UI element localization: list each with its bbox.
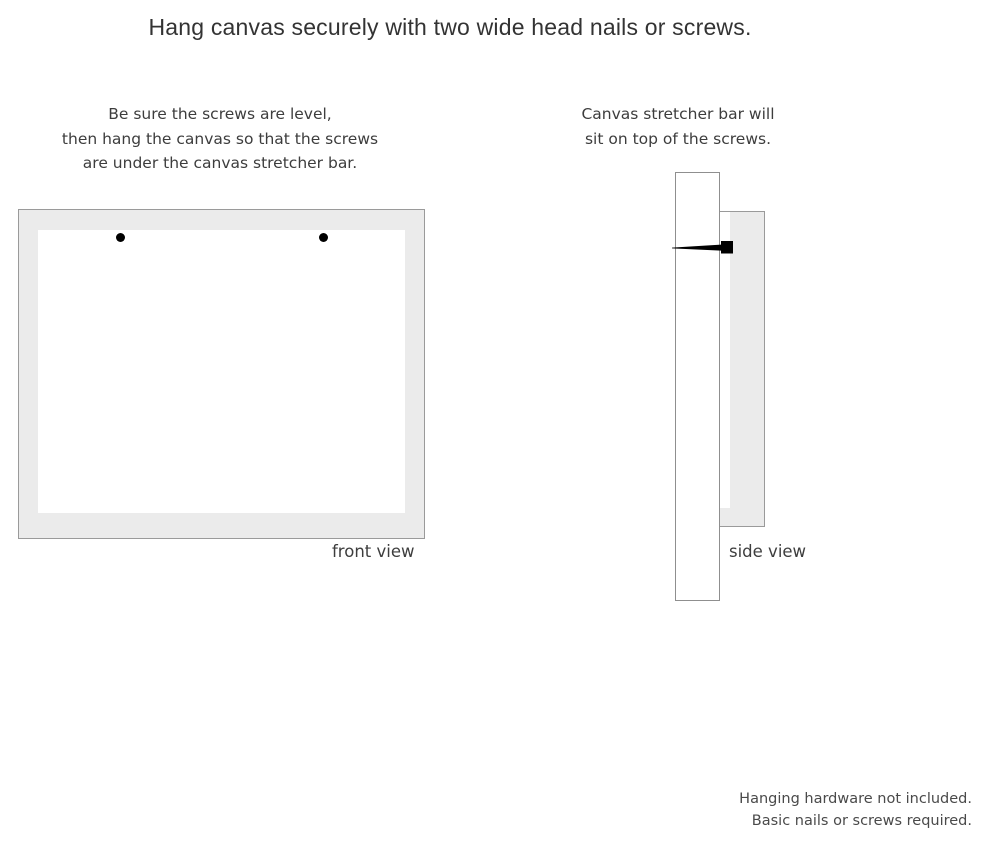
wall-profile [675, 172, 720, 601]
nail-screw-icon [670, 236, 736, 258]
front-view-caption: Be sure the screws are level, then hang … [0, 102, 440, 176]
footer-line-1: Hanging hardware not included. [739, 791, 972, 807]
front-view-caption-line-2: then hang the canvas so that the screws [61, 129, 379, 148]
screw-head-right-icon [319, 233, 328, 242]
side-view-label: side view [729, 542, 807, 561]
side-view-caption: Canvas stretcher bar will sit on top of … [528, 102, 828, 151]
stretcher-bar-inner-gap [717, 212, 730, 508]
footer-line-2: Basic nails or screws required. [751, 813, 972, 829]
side-view-caption-line-2: sit on top of the screws. [584, 129, 772, 148]
screw-head-left-icon [116, 233, 125, 242]
canvas-face [38, 230, 405, 513]
side-view-caption-line-1: Canvas stretcher bar will [581, 105, 775, 123]
front-view-label: front view [332, 542, 415, 561]
front-view-caption-line-3: are under the canvas stretcher bar. [82, 154, 358, 172]
page-title: Hang canvas securely with two wide head … [148, 14, 752, 40]
front-view-diagram [18, 209, 425, 539]
footer-note: Hanging hardware not included. Basic nai… [739, 788, 972, 832]
front-view-caption-line-1: Be sure the screws are level, [108, 105, 332, 123]
